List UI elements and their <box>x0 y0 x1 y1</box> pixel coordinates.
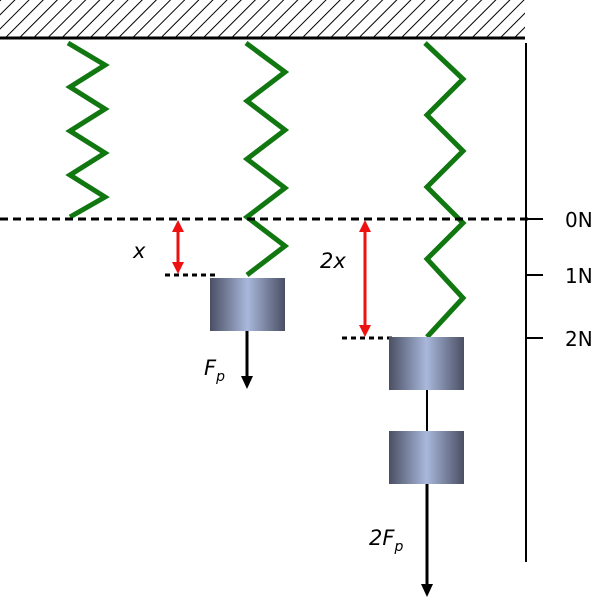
scale-label-1n: 1N <box>565 264 593 288</box>
force-arrow-single <box>241 331 253 389</box>
scale-label-0n: 0N <box>565 208 593 232</box>
weight-single <box>210 278 285 331</box>
label-two-x: 2x <box>320 249 346 273</box>
weight-upper <box>389 337 464 390</box>
label-force-single-main: F <box>204 356 217 380</box>
label-force-double: 2Fp <box>369 526 403 555</box>
ceiling <box>0 0 525 40</box>
label-x: x <box>132 239 146 263</box>
label-force-single: Fp <box>204 356 225 385</box>
spring-one-weight <box>242 40 290 277</box>
scale-label-2n: 2N <box>565 327 593 351</box>
label-force-double-sub: p <box>393 539 403 555</box>
label-force-single-sub: p <box>215 369 225 385</box>
force-arrow-double <box>421 484 433 597</box>
spring-two-weights <box>423 41 467 339</box>
x-arrow <box>172 220 184 274</box>
force-scale: 0N 1N 2N <box>525 43 593 562</box>
label-force-double-main: 2F <box>369 526 395 550</box>
spring-unloaded <box>65 40 110 220</box>
two-x-arrow <box>359 220 371 337</box>
weight-lower <box>389 431 464 484</box>
